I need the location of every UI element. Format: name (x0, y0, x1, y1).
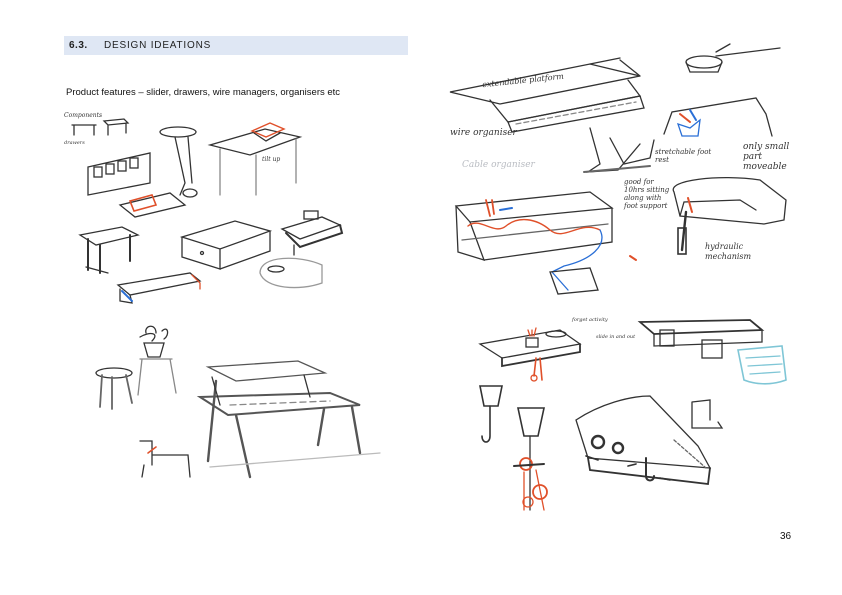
side-arm-sketch (663, 97, 773, 137)
annotation-cable-organiser: Cable organiser (462, 160, 535, 170)
annotation-components: Components (64, 112, 103, 119)
right-sketches (449, 43, 787, 511)
hydraulic-table-sketch (629, 176, 787, 261)
page-number: 36 (780, 531, 792, 542)
annotation-hydraulic: hydraulic mechanism (705, 242, 752, 261)
sliding-desk-sketch (575, 395, 712, 485)
rail-organiser-sketch (637, 319, 787, 385)
extendable-platform-sketch (449, 57, 645, 133)
cable-tray-sketch (454, 191, 614, 295)
component-table-sketches (71, 118, 130, 136)
stool-sketch (95, 367, 133, 410)
small-stand-sketch (691, 399, 724, 429)
main-desk-sketch (196, 360, 381, 479)
dish-sketch (685, 43, 781, 73)
page-subtitle: Product features – slider, drawers, wire… (66, 87, 341, 98)
plant-stand-sketch (137, 325, 177, 396)
annotation-drawers: drawers (64, 140, 85, 146)
foot-rest-sketch (583, 127, 655, 173)
annotation-forget-activity: forget activity (572, 317, 608, 323)
tilt-desk-sketch (207, 122, 303, 196)
section-title: DESIGN IDEATIONS (104, 40, 212, 51)
under-tray-sketch (116, 272, 202, 304)
round-table-sketch (259, 244, 323, 289)
section-number: 6.3. (69, 40, 88, 51)
annotation-wire-organiser: wire organiser (450, 128, 517, 138)
annotation-tilt-up: tilt up (262, 156, 281, 163)
side-table-sketch (78, 226, 140, 274)
pen-tray-sketch (478, 327, 582, 382)
section-header: 6.3. DESIGN IDEATIONS (64, 36, 408, 55)
clip-tray-sketch (280, 210, 344, 249)
tilt-stand-sketch (159, 126, 198, 198)
drawer-organiser-sketch (87, 152, 187, 218)
cup-holder-sketch (479, 385, 548, 511)
left-sketches (71, 118, 381, 479)
annotation-foot-rest: stretchable foot rest (655, 148, 712, 164)
annotation-slide: slide in and out (596, 334, 636, 340)
annotation-small-part: only small part moveable (743, 142, 790, 172)
drawer-box-sketch (179, 220, 273, 270)
chair-sketch (139, 440, 191, 478)
annotation-sitting: good for 10hrs sitting along with foot s… (624, 178, 670, 210)
